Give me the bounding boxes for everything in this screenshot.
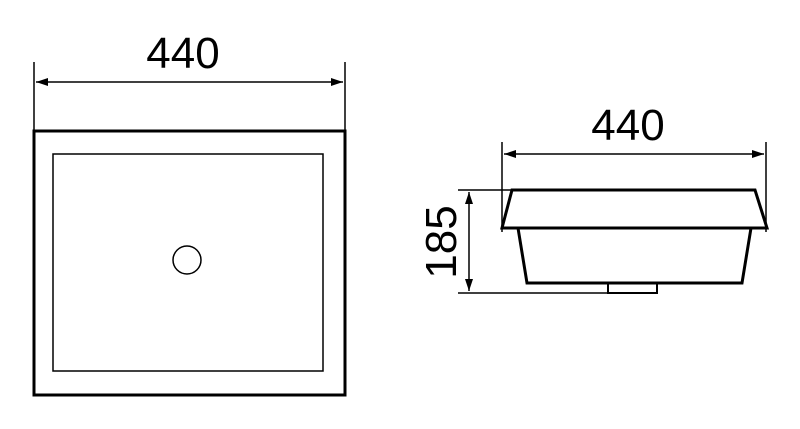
drain-hole bbox=[172, 245, 202, 275]
basin-inner-outline bbox=[52, 153, 324, 372]
drain-outlet-profile bbox=[607, 283, 658, 294]
side-height-label: 185 bbox=[417, 205, 466, 278]
basin-outer-outline bbox=[32, 129, 347, 397]
top-view: 440 bbox=[32, 29, 347, 397]
basin-bowl-profile bbox=[516, 227, 753, 285]
side-view: 440 185 bbox=[417, 101, 770, 294]
side-width-label: 440 bbox=[591, 101, 664, 150]
top-width-label: 440 bbox=[146, 29, 219, 78]
basin-rim-profile bbox=[500, 188, 770, 230]
